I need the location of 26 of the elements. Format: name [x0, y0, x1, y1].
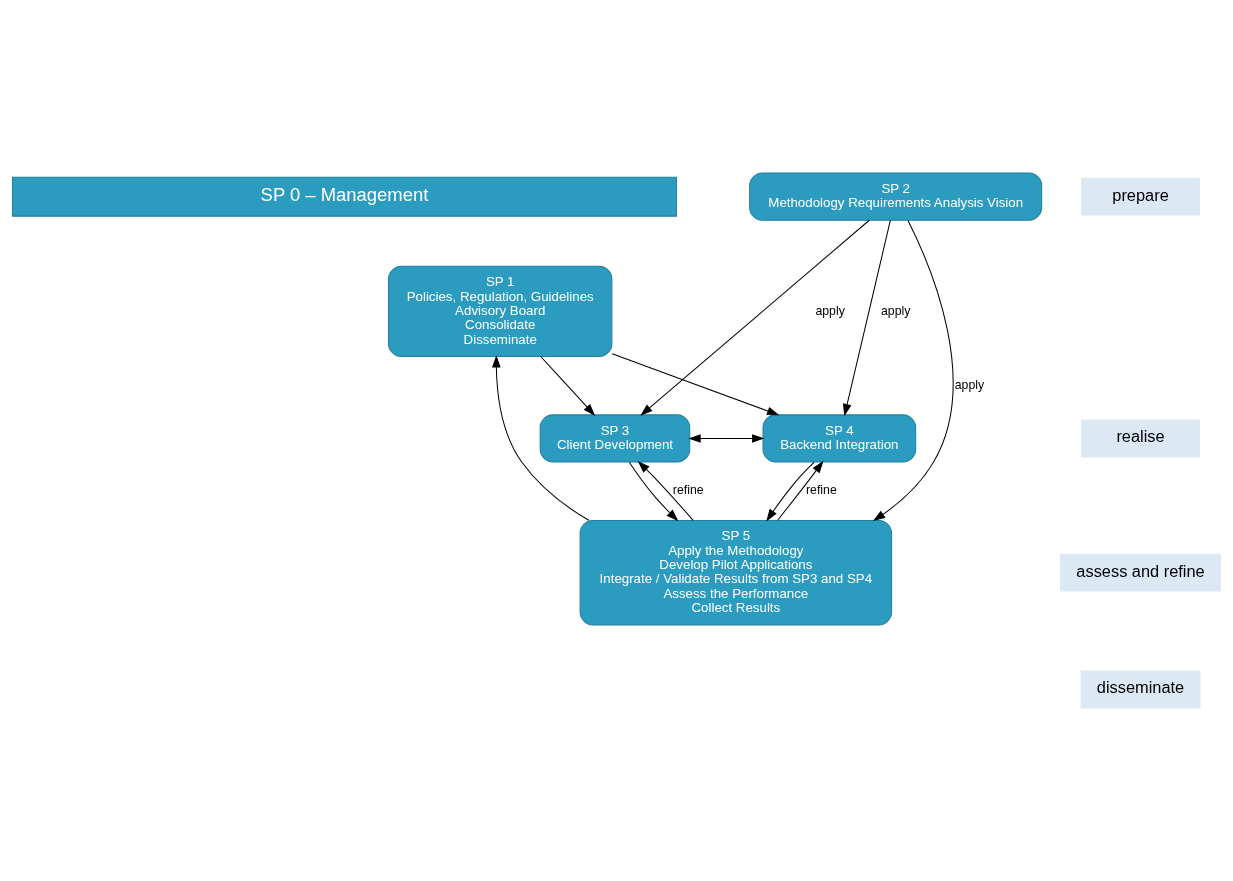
arrow — [611, 353, 780, 416]
arrow — [842, 219, 891, 417]
node-box: SP 5 Apply the Methodology Develop Pilot Applications Integrate / Validate Results from SP3 and SP4 Assess the Performance Collect Results — [579, 519, 893, 626]
arrow — [492, 355, 590, 521]
edge-label: apply — [954, 377, 985, 392]
arrow — [777, 460, 824, 521]
arrow — [640, 219, 870, 416]
arrow — [872, 219, 954, 522]
node-box: prepare — [1081, 177, 1200, 216]
edge-label: apply — [815, 303, 845, 318]
edge-label: refine — [672, 483, 704, 498]
arrow — [766, 461, 815, 522]
arrow — [688, 434, 765, 443]
node-box: SP 2 Methodology Requirements Analysis Vision — [749, 172, 1043, 221]
node-box: SP 1 Policies, Regulation, Guidelines Advisory Board Consolidate Disseminate — [388, 265, 613, 357]
node-box: SP 4 Backend Integration — [762, 414, 917, 463]
node-box: disseminate — [1080, 670, 1201, 709]
node-box: realise — [1081, 419, 1200, 458]
node-box: SP 0 – Management — [12, 176, 677, 217]
edge-label: refine — [806, 483, 837, 498]
node-box: assess and refine — [1060, 553, 1221, 592]
edge-label: apply — [881, 303, 911, 318]
arrow — [628, 461, 679, 522]
arrow — [540, 356, 596, 416]
arrow — [637, 460, 694, 521]
node-box: SP 3 Client Development — [539, 414, 691, 463]
